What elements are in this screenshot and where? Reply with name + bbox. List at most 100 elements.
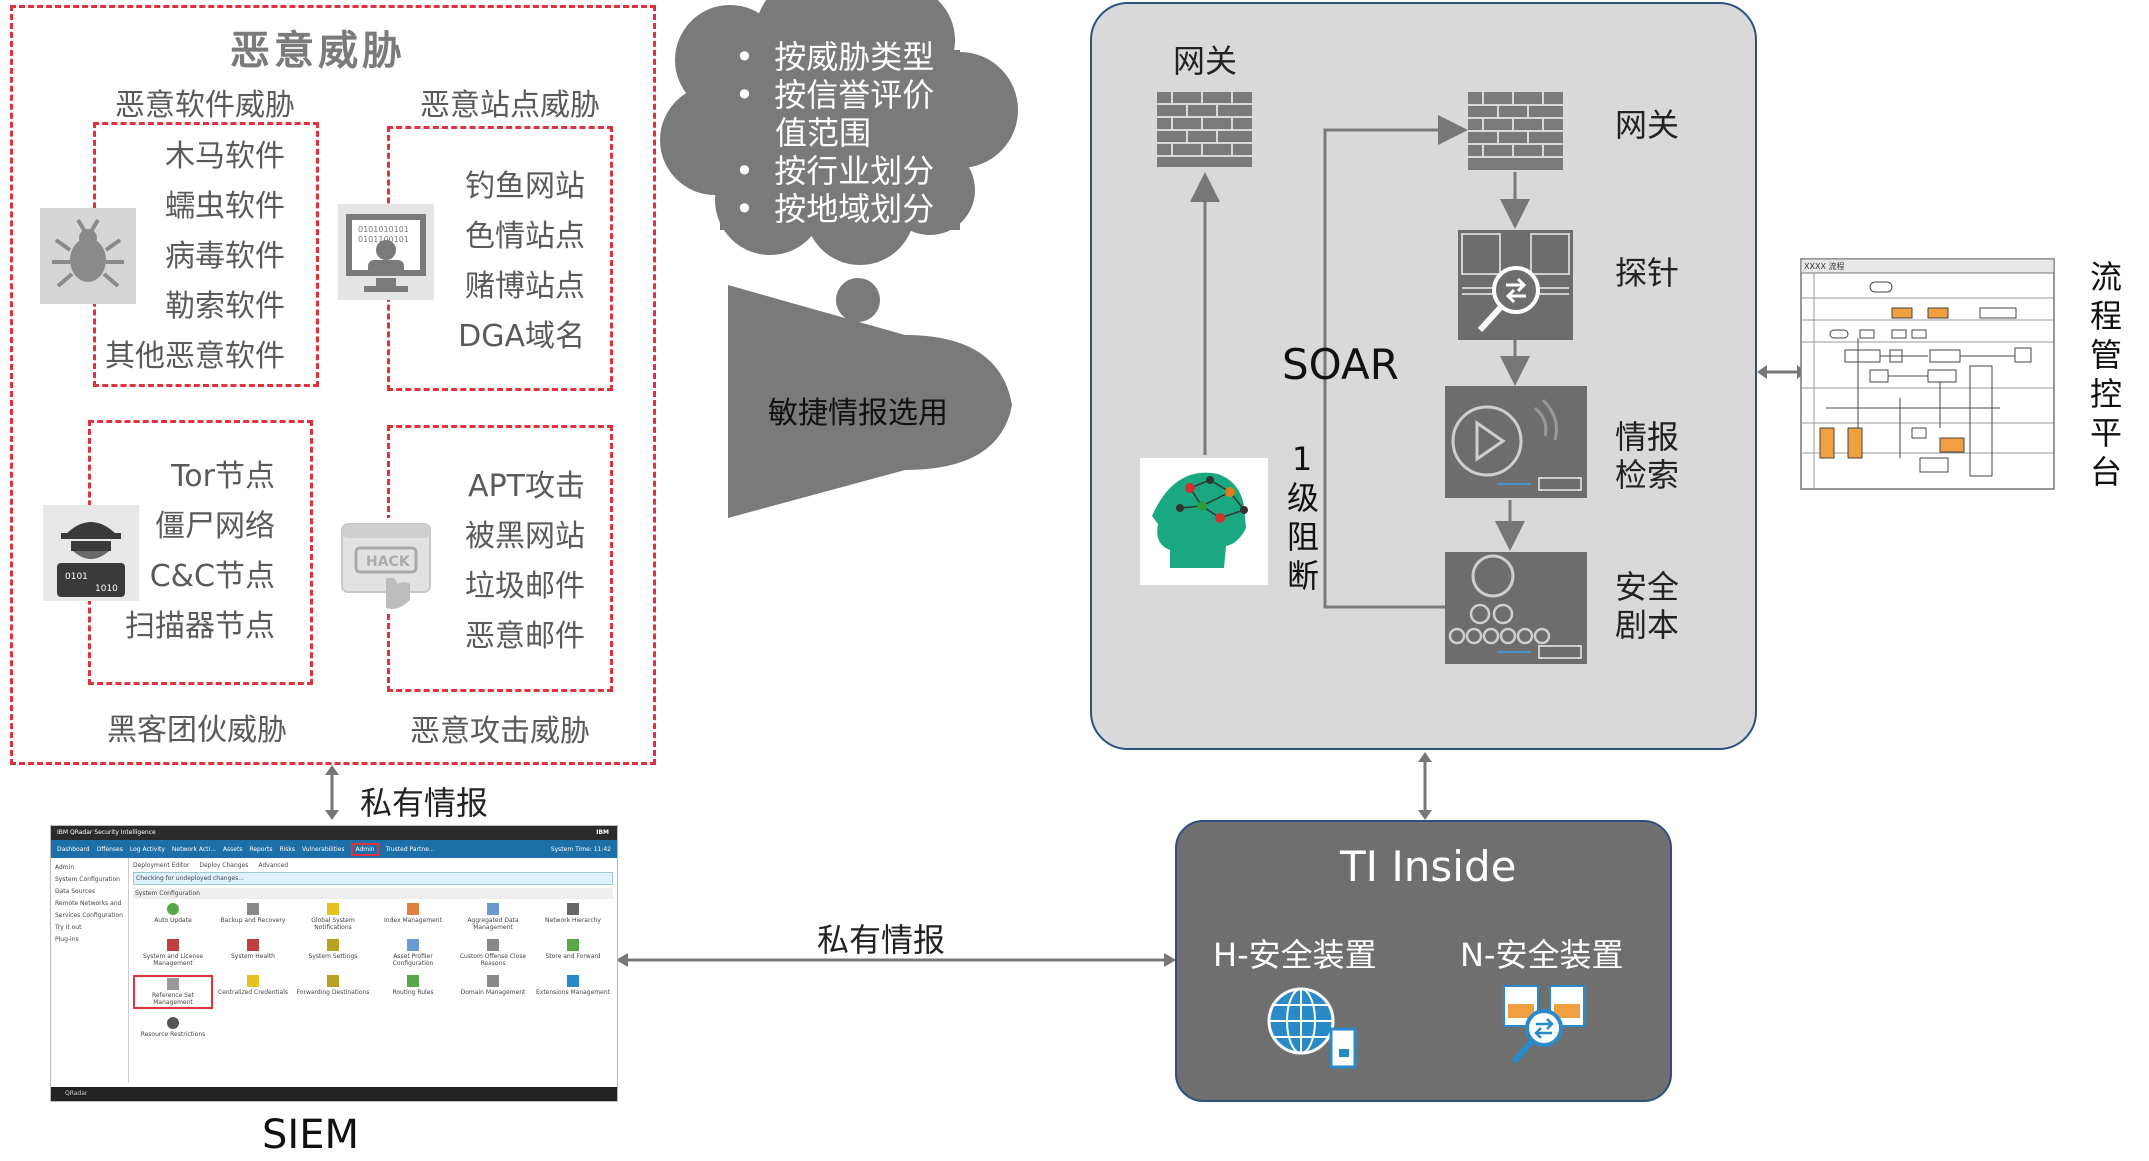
grid-item[interactable]: Backup and Recovery: [213, 903, 293, 931]
tab-risks[interactable]: Risks: [279, 845, 296, 853]
firewall-icon: [1157, 92, 1252, 167]
list-item: 僵尸网络: [155, 509, 275, 544]
app-icon: [327, 939, 339, 951]
siem-brand: IBM: [596, 829, 609, 836]
grid-item[interactable]: Extensions Management: [533, 975, 613, 1009]
grid-item[interactable]: Reference Set Management: [133, 975, 213, 1009]
siem-section-title: System Configuration: [133, 888, 613, 899]
deploy-changes-button[interactable]: Deploy Changes: [199, 862, 249, 869]
siem-main: Deployment Editor Deploy Changes Advance…: [129, 858, 617, 1083]
app-icon: [407, 975, 419, 987]
list-item: 钓鱼网站: [465, 169, 585, 204]
list-item: 病毒软件: [165, 239, 285, 274]
firewall-icon: [1468, 92, 1563, 170]
grid-item[interactable]: Auto Update: [133, 903, 213, 931]
chain-playbook-label: 安全 剧本: [1615, 568, 1680, 644]
threat-panel: [10, 5, 656, 765]
siem-tabs: Dashboard Offenses Log Activity Network …: [51, 840, 617, 858]
grid-item[interactable]: Centralized Credentials: [213, 975, 293, 1009]
malware-list: 木马软件 蠕虫软件 病毒软件 勒索软件 其他恶意软件: [100, 132, 285, 382]
attack-list: APT攻击 被黑网站 垃圾邮件 恶意邮件: [400, 462, 585, 662]
sidebar-item-system-config[interactable]: System Configuration: [55, 876, 120, 883]
grid-item[interactable]: System Health: [213, 939, 293, 967]
grid-item[interactable]: Asset Profiler Configuration: [373, 939, 453, 967]
siem-sidebar: Admin System Configuration Data Sources …: [51, 858, 129, 1083]
gateway-left-label: 网关: [1173, 42, 1238, 80]
list-item: 被黑网站: [465, 519, 585, 554]
play-icon: [1445, 386, 1587, 498]
soar-connectors: [1190, 115, 1530, 609]
grid-item[interactable]: Resource Restrictions: [133, 1017, 213, 1038]
hack-browser-icon: HACK: [338, 518, 438, 614]
app-icon: [247, 975, 259, 987]
grid-item[interactable]: Store and Forward: [533, 939, 613, 967]
tab-reports[interactable]: Reports: [249, 845, 273, 853]
list-item: Tor节点: [171, 459, 275, 494]
tab-trusted-partner[interactable]: Trusted Partne...: [385, 845, 435, 853]
cloud-item: 值范围: [775, 114, 872, 152]
process-platform-label: 流 程 管 控 平 台: [2090, 258, 2123, 491]
app-icon: [487, 975, 499, 987]
grid-item[interactable]: System and License Management: [133, 939, 213, 967]
tab-dashboard[interactable]: Dashboard: [57, 845, 90, 853]
app-icon: [247, 939, 259, 951]
grid-item[interactable]: Aggregated Data Management: [453, 903, 533, 931]
tab-network-activity[interactable]: Network Acti...: [171, 845, 216, 853]
tab-vulnerabilities[interactable]: Vulnerabilities: [302, 845, 345, 853]
app-icon: [487, 903, 499, 915]
app-icon: [327, 975, 339, 987]
n-device-label: N-安全装置: [1460, 936, 1624, 974]
globe-device-icon: [1267, 987, 1357, 1069]
chain-gateway-label: 网关: [1615, 106, 1680, 144]
list-item: 木马软件: [165, 139, 285, 174]
grid-item[interactable]: Custom Offense Close Reasons: [453, 939, 533, 967]
deployment-editor-button[interactable]: Deployment Editor: [133, 862, 190, 869]
sidebar-item-plugins[interactable]: Plug-ins: [55, 936, 79, 943]
advanced-menu[interactable]: Advanced: [258, 862, 289, 869]
siem-system-time: System Time: 11:42: [550, 845, 611, 853]
chain-intel-label: 情报 检索: [1615, 418, 1680, 494]
hacker-group-label: 黑客团伙威胁: [107, 713, 287, 748]
sidebar-item-try-it-out[interactable]: Try it out: [55, 924, 82, 931]
svg-text:0101: 0101: [65, 572, 88, 582]
list-item: DGA域名: [458, 319, 585, 354]
hacker-list: Tor节点 僵尸网络 C&C节点 扫描器节点: [90, 452, 275, 652]
flowchart-header: XXXX 流程: [1804, 261, 1844, 271]
intel-cloud-funnel: [660, 0, 1018, 518]
tab-assets[interactable]: Assets: [222, 845, 243, 853]
sidebar-item-admin[interactable]: Admin: [55, 864, 75, 871]
svg-text:1010: 1010: [95, 584, 118, 594]
funnel-label: 敏捷情报选用: [768, 396, 948, 431]
probe-search-icon: [1503, 985, 1585, 1064]
list-item: 其他恶意软件: [105, 339, 285, 374]
grid-item[interactable]: System Settings: [293, 939, 373, 967]
tab-log-activity[interactable]: Log Activity: [129, 845, 165, 853]
site-list: 钓鱼网站 色情站点 赌博站点 DGA域名: [400, 162, 585, 362]
siem-label: SIEM: [262, 1112, 359, 1158]
svg-text:HACK: HACK: [366, 554, 411, 570]
sidebar-item-data-sources[interactable]: Data Sources: [55, 888, 95, 895]
h-device-label: H-安全装置: [1213, 936, 1377, 974]
block-level-label: 1 级 阻 断: [1287, 440, 1320, 595]
ti-inside-title: TI Inside: [1340, 842, 1517, 891]
tab-offenses[interactable]: Offenses: [96, 845, 123, 853]
siem-notice: Checking for undeployed changes...: [133, 872, 613, 885]
bullet-icon: •: [735, 38, 775, 76]
svg-text:0101100101: 0101100101: [358, 235, 409, 244]
soar-label: SOAR: [1282, 340, 1399, 389]
grid-item[interactable]: Routing Rules: [373, 975, 453, 1009]
grid-item[interactable]: Network Hierarchy: [533, 903, 613, 931]
list-item: 勒索软件: [165, 289, 285, 324]
grid-item[interactable]: Domain Management: [453, 975, 533, 1009]
siem-toolbar: Deployment Editor Deploy Changes Advance…: [133, 862, 613, 869]
app-icon: [247, 903, 259, 915]
tab-admin[interactable]: Admin: [351, 842, 379, 856]
list-item: 垃圾邮件: [465, 569, 585, 604]
app-icon: [567, 975, 579, 987]
grid-item[interactable]: Forwarding Destinations: [293, 975, 373, 1009]
siem-threat-arrow: [325, 765, 339, 820]
grid-item[interactable]: Index Management: [373, 903, 453, 931]
sidebar-item-remote-networks[interactable]: Remote Networks and Services Configurati…: [55, 900, 123, 919]
siem-icon-grid: Auto Update Backup and Recovery Global S…: [133, 903, 613, 1038]
grid-item[interactable]: Global System Notifications: [293, 903, 373, 931]
